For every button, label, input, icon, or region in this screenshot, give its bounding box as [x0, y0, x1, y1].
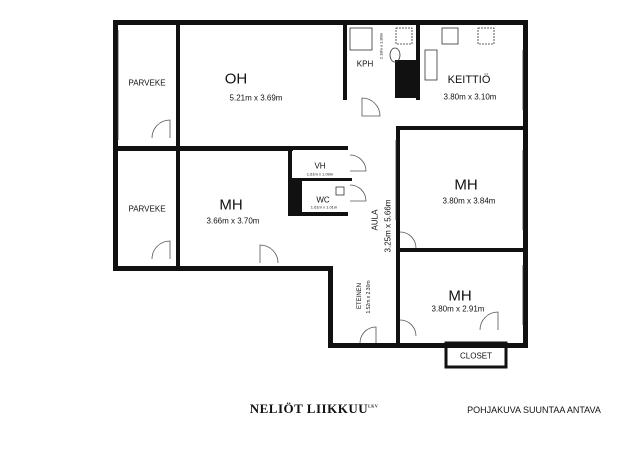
room-label-wc: WC: [316, 195, 330, 205]
room-label-closet: CLOSET: [459, 351, 493, 361]
room-size-wc: 1.61m x 1.01m: [310, 204, 338, 210]
brand-name: NELIÖT LIIKKUU: [249, 401, 369, 416]
room-size-kph: 2.18m x 1.80m: [378, 32, 384, 60]
room-label-mh: MH: [219, 196, 243, 214]
brand-mark: LKV: [368, 403, 379, 409]
disclaimer-note: POHJAKUVA SUUNTAA ANTAVA: [467, 405, 601, 415]
walls: [113, 20, 528, 369]
room-size-eteinen: 1.52m x 2.30m: [366, 280, 372, 314]
room-label-keittio: KEITTIÖ: [447, 74, 491, 86]
doors: [151, 97, 499, 344]
room-size-mh-2: 3.80m x 3.84m: [442, 196, 496, 206]
room-label-eteinen: ETEINEN: [357, 282, 363, 310]
room-size-oh: 5.21m x 3.69m: [229, 93, 283, 103]
room-size-vh: 1.61m x 1.09m: [306, 171, 334, 177]
room-size-keittio: 3.80m x 3.10m: [443, 92, 497, 102]
room-label-parveke: PARVEKE: [128, 78, 166, 88]
room-size-mh: 3.66m x 3.70m: [206, 216, 260, 226]
room-label-vh: VH: [314, 161, 326, 171]
room-label-oh: OH: [224, 70, 248, 88]
fixtures: [117, 27, 524, 325]
brand-logo: NELIÖT LIIKKUULKV: [250, 401, 379, 417]
room-label-mh-3: MH: [448, 287, 472, 305]
room-label-kph: KPH: [356, 59, 374, 69]
room-size-mh-3: 3.80m x 2.91m: [431, 304, 485, 314]
room-label-aula: AULA: [370, 209, 380, 231]
room-label-mh-2: MH: [454, 176, 478, 194]
room-size-aula: 3.25m x 5.66m: [383, 199, 393, 253]
room-label-parveke-2: PARVEKE: [128, 204, 166, 214]
